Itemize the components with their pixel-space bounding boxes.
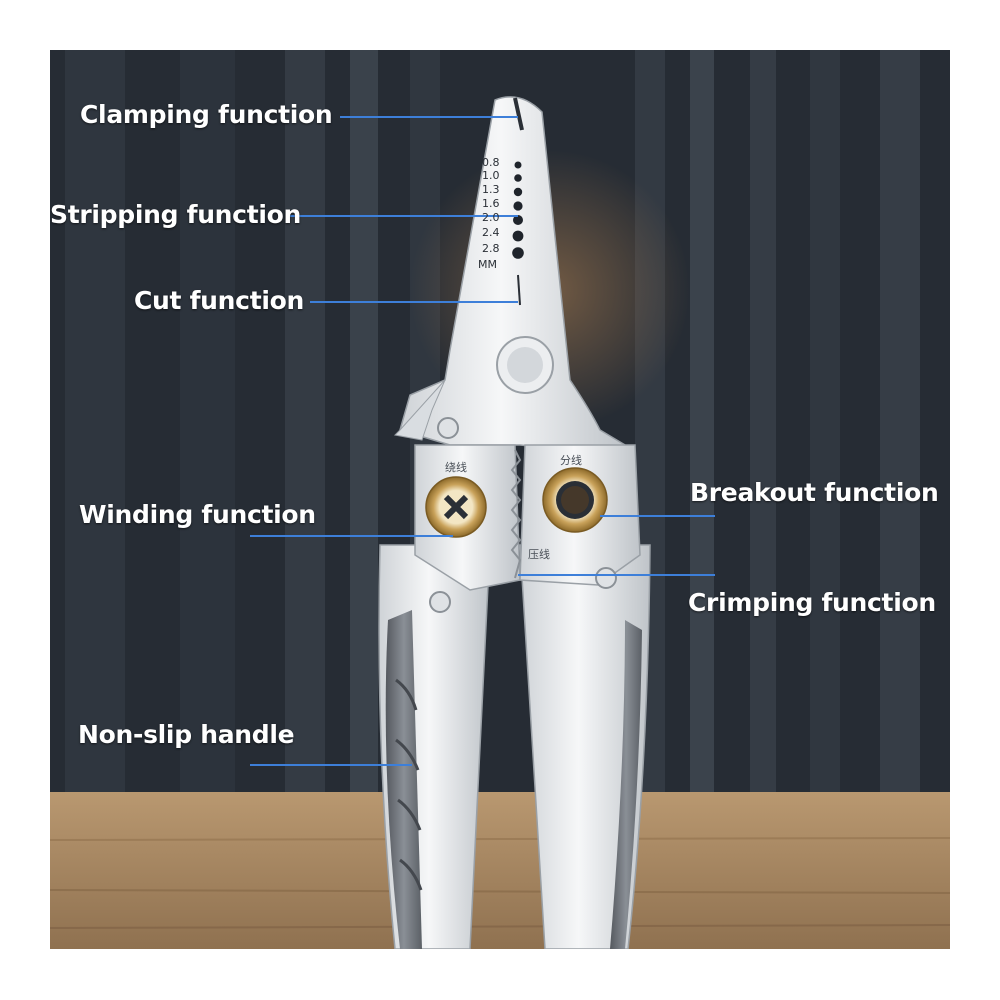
callout-cut: Cut function xyxy=(134,286,304,315)
gauge-unit: MM xyxy=(478,258,497,271)
leader-lines xyxy=(250,116,715,766)
wood-floor xyxy=(50,792,950,949)
callout-handle: Non-slip handle xyxy=(78,720,295,749)
callout-crimping: Crimping function xyxy=(688,588,936,617)
gauge-size: 2.4 xyxy=(482,226,500,239)
callout-stripping: Stripping function xyxy=(50,200,301,229)
breakout-mark: 分线 xyxy=(560,453,582,467)
callout-clamping: Clamping function xyxy=(80,100,333,129)
callout-breakout: Breakout function xyxy=(690,478,939,507)
callout-winding: Winding function xyxy=(79,500,316,529)
pliers-body xyxy=(414,444,641,613)
gauge-size: 1.6 xyxy=(482,197,500,210)
pliers-scene: 0.8 1.0 1.3 1.6 2.0 2.4 2.8 MM 绕线 分线 压线 xyxy=(50,50,950,949)
gauge-size: 0.8 xyxy=(482,156,500,169)
gauge-size: 2.8 xyxy=(482,242,500,255)
tool-marks: 绕线 分线 压线 xyxy=(445,453,582,561)
right-handle xyxy=(519,544,651,949)
gauge-size: 2.0 xyxy=(482,211,500,224)
left-handle xyxy=(378,544,491,949)
product-photo: 0.8 1.0 1.3 1.6 2.0 2.4 2.8 MM 绕线 分线 压线 … xyxy=(50,50,950,949)
gauge-scale: 0.8 1.0 1.3 1.6 2.0 2.4 2.8 MM xyxy=(478,156,500,271)
gauge-size: 1.3 xyxy=(482,183,500,196)
pliers-head xyxy=(393,96,628,451)
crimping-mark: 压线 xyxy=(528,547,550,561)
winding-mark: 绕线 xyxy=(445,460,467,474)
gauge-size: 1.0 xyxy=(482,169,500,182)
stripping-holes xyxy=(512,161,524,259)
